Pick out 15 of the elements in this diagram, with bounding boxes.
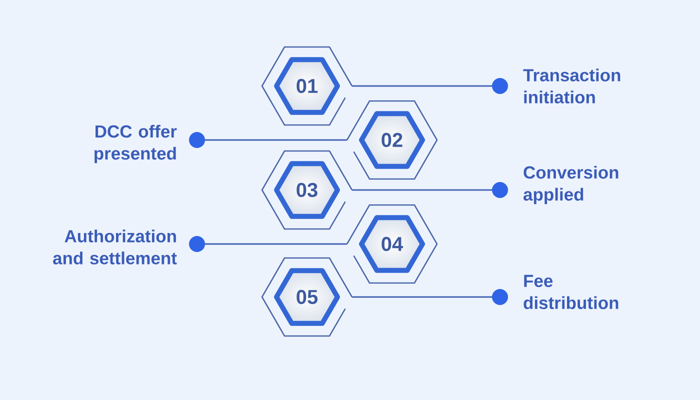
step-label: Conversion applied	[524, 166, 618, 204]
step-label: Fee distribution	[524, 274, 618, 310]
hexagon-badge: 02	[346, 100, 438, 180]
hexagon-badge: 04	[346, 204, 438, 284]
step-label: Authorization and settlement	[53, 230, 177, 264]
connector-line	[189, 236, 347, 252]
hexagon-badge: 05	[261, 257, 353, 337]
connector-line	[352, 78, 508, 94]
step-label: DCC offer presented	[94, 124, 177, 164]
connector-line	[352, 289, 508, 305]
hexagon-badge: 01	[261, 46, 353, 126]
step-label: Transaction initiation	[523, 68, 620, 104]
hexagon-badge: 03	[261, 150, 353, 230]
connector-line	[352, 182, 508, 198]
connector-line	[189, 132, 347, 148]
